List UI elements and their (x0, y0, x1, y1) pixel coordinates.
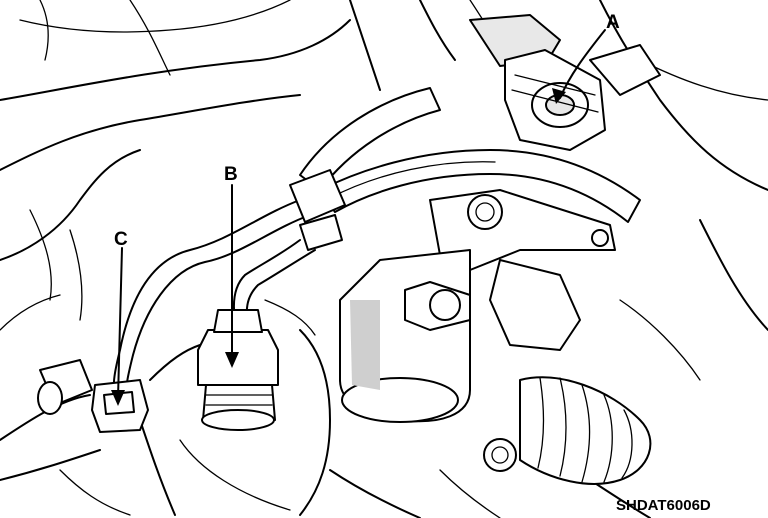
upper-pipe (299, 87, 641, 223)
figure-code: SHDAT6006D (616, 497, 711, 514)
sensor-a-assembly (469, 14, 661, 151)
rubber-boot (483, 376, 652, 485)
callout-label-a: A (606, 12, 620, 33)
mounting-bracket (429, 189, 616, 271)
callout-leaders (111, 29, 606, 406)
cylinder-body (339, 249, 581, 423)
connector-b (197, 309, 279, 431)
callout-label-b: B (224, 164, 238, 185)
callout-label-c: C (114, 229, 128, 250)
connector-c (37, 359, 149, 433)
